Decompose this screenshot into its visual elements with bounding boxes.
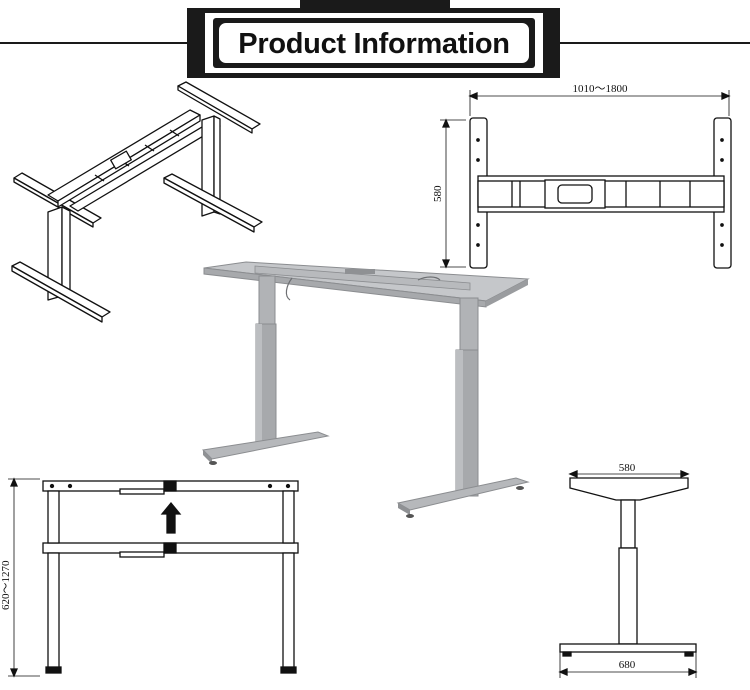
height-range-label: 620～1270 <box>0 560 12 610</box>
side-elevation-drawing: 620～1270 <box>0 477 299 678</box>
plan-view-drawing: 1010～1800 580 <box>432 83 732 269</box>
front-elevation-drawing: 580 680 <box>558 462 698 678</box>
width-range-label: 1010～1800 <box>573 83 628 95</box>
banner-title: Product Information <box>238 28 510 60</box>
foot-width-label: 680 <box>619 659 636 671</box>
rendered-desk-frame <box>201 261 530 518</box>
top-width-label: 580 <box>619 462 636 474</box>
depth-top-label: 580 <box>432 185 444 202</box>
banner <box>0 0 750 78</box>
iso-frame-drawing <box>11 81 263 323</box>
